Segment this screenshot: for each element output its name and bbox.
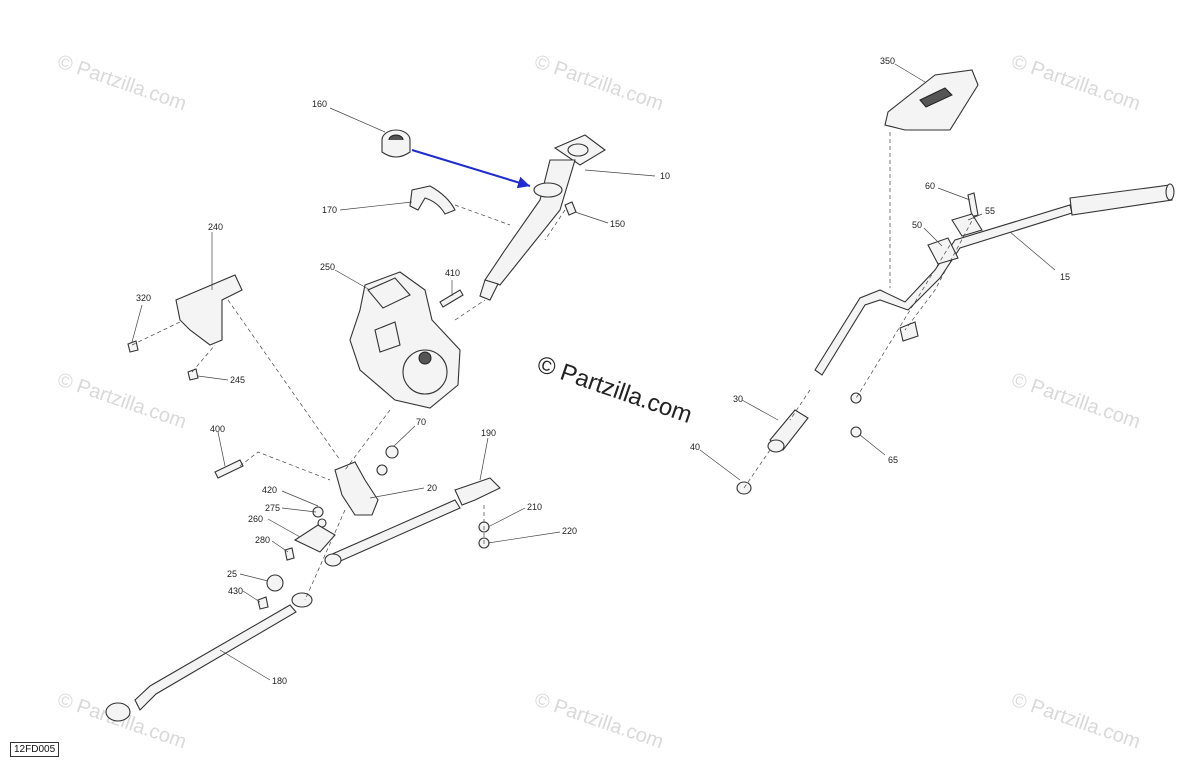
callout-240: 240 bbox=[208, 222, 223, 232]
bolt-410-part bbox=[439, 289, 464, 308]
bolt-280-part bbox=[284, 547, 295, 561]
callout-250: 250 bbox=[320, 262, 335, 272]
assembly-line-column-down bbox=[227, 299, 341, 461]
callout-65: 65 bbox=[888, 455, 898, 465]
handlebar-part bbox=[814, 183, 1175, 376]
nut-70-part bbox=[385, 445, 399, 459]
callout-420: 420 bbox=[262, 485, 277, 495]
callout-25: 25 bbox=[227, 569, 237, 579]
seal-part bbox=[381, 129, 411, 158]
nut-430-part bbox=[257, 596, 269, 610]
callout-160: 160 bbox=[312, 99, 327, 109]
callout-350: 350 bbox=[880, 56, 895, 66]
callout-210: 210 bbox=[527, 502, 542, 512]
assembly-line-410 bbox=[454, 299, 486, 321]
reference-code: 12FD005 bbox=[10, 742, 60, 757]
callout-430: 430 bbox=[228, 586, 243, 596]
clamp-lower-part bbox=[899, 321, 919, 342]
plate-260-part bbox=[293, 524, 336, 553]
bracket-part bbox=[175, 274, 243, 346]
callout-50: 50 bbox=[912, 220, 922, 230]
steering-column-part bbox=[479, 134, 606, 301]
nut-65b-part bbox=[850, 426, 862, 438]
assembly-line-clamp bbox=[454, 204, 511, 226]
assembly-line-150 bbox=[544, 209, 566, 241]
assembly-line-bracket bbox=[131, 321, 216, 373]
washer-275-part bbox=[312, 506, 324, 518]
callout-275: 275 bbox=[265, 503, 280, 513]
assembly-line-pitman bbox=[344, 409, 391, 471]
callout-150: 150 bbox=[610, 219, 625, 229]
callout-320: 320 bbox=[136, 293, 151, 303]
tie-rod-190-part bbox=[329, 499, 461, 564]
bearing-25-part bbox=[266, 574, 284, 592]
grip-end-part bbox=[767, 439, 785, 453]
assembly-line-lower bbox=[304, 509, 346, 601]
bolt-320-part bbox=[127, 340, 139, 353]
callout-190: 190 bbox=[481, 428, 496, 438]
callout-170: 170 bbox=[322, 205, 337, 215]
clamp-part bbox=[409, 185, 456, 215]
callout-60: 60 bbox=[925, 181, 935, 191]
assembly-line-clamps bbox=[854, 214, 976, 401]
direction-arrow bbox=[411, 149, 531, 189]
callout-180: 180 bbox=[272, 676, 287, 686]
callout-400: 400 bbox=[210, 424, 225, 434]
callout-220: 220 bbox=[562, 526, 577, 536]
callout-410: 410 bbox=[445, 268, 460, 278]
callout-40: 40 bbox=[690, 442, 700, 452]
assembly-line-400 bbox=[239, 451, 331, 481]
callout-260: 260 bbox=[248, 514, 263, 524]
callout-70: 70 bbox=[416, 417, 426, 427]
tie-rod-joint-part bbox=[291, 592, 313, 608]
callout-30: 30 bbox=[733, 394, 743, 404]
nut-70b-part bbox=[376, 464, 388, 476]
bar-end-40-part bbox=[736, 481, 752, 495]
callout-55: 55 bbox=[985, 206, 995, 216]
callout-280: 280 bbox=[255, 535, 270, 545]
handlebar-cover-part bbox=[884, 69, 979, 131]
assembly-line-grip bbox=[743, 389, 811, 489]
tie-rod-end-190-part bbox=[454, 477, 501, 506]
tie-rod-end-left-part bbox=[105, 702, 131, 722]
callout-245: 245 bbox=[230, 375, 245, 385]
nut-65a-part bbox=[850, 392, 862, 404]
clamp-50-part bbox=[927, 237, 959, 265]
power-steering-unit-part bbox=[349, 271, 461, 409]
bolt-400-part bbox=[214, 459, 244, 479]
tie-rod-joint-right-part bbox=[324, 553, 342, 567]
bolt-150-part bbox=[564, 201, 577, 216]
callout-15: 15 bbox=[1060, 272, 1070, 282]
callout-20: 20 bbox=[427, 483, 437, 493]
leader-lines bbox=[131, 63, 1056, 681]
pitman-arm-part bbox=[334, 461, 379, 516]
callout-10: 10 bbox=[660, 171, 670, 181]
bolt-60-part bbox=[967, 192, 979, 218]
clamp-55-part bbox=[951, 213, 983, 237]
tie-rod-180-part bbox=[134, 604, 297, 711]
